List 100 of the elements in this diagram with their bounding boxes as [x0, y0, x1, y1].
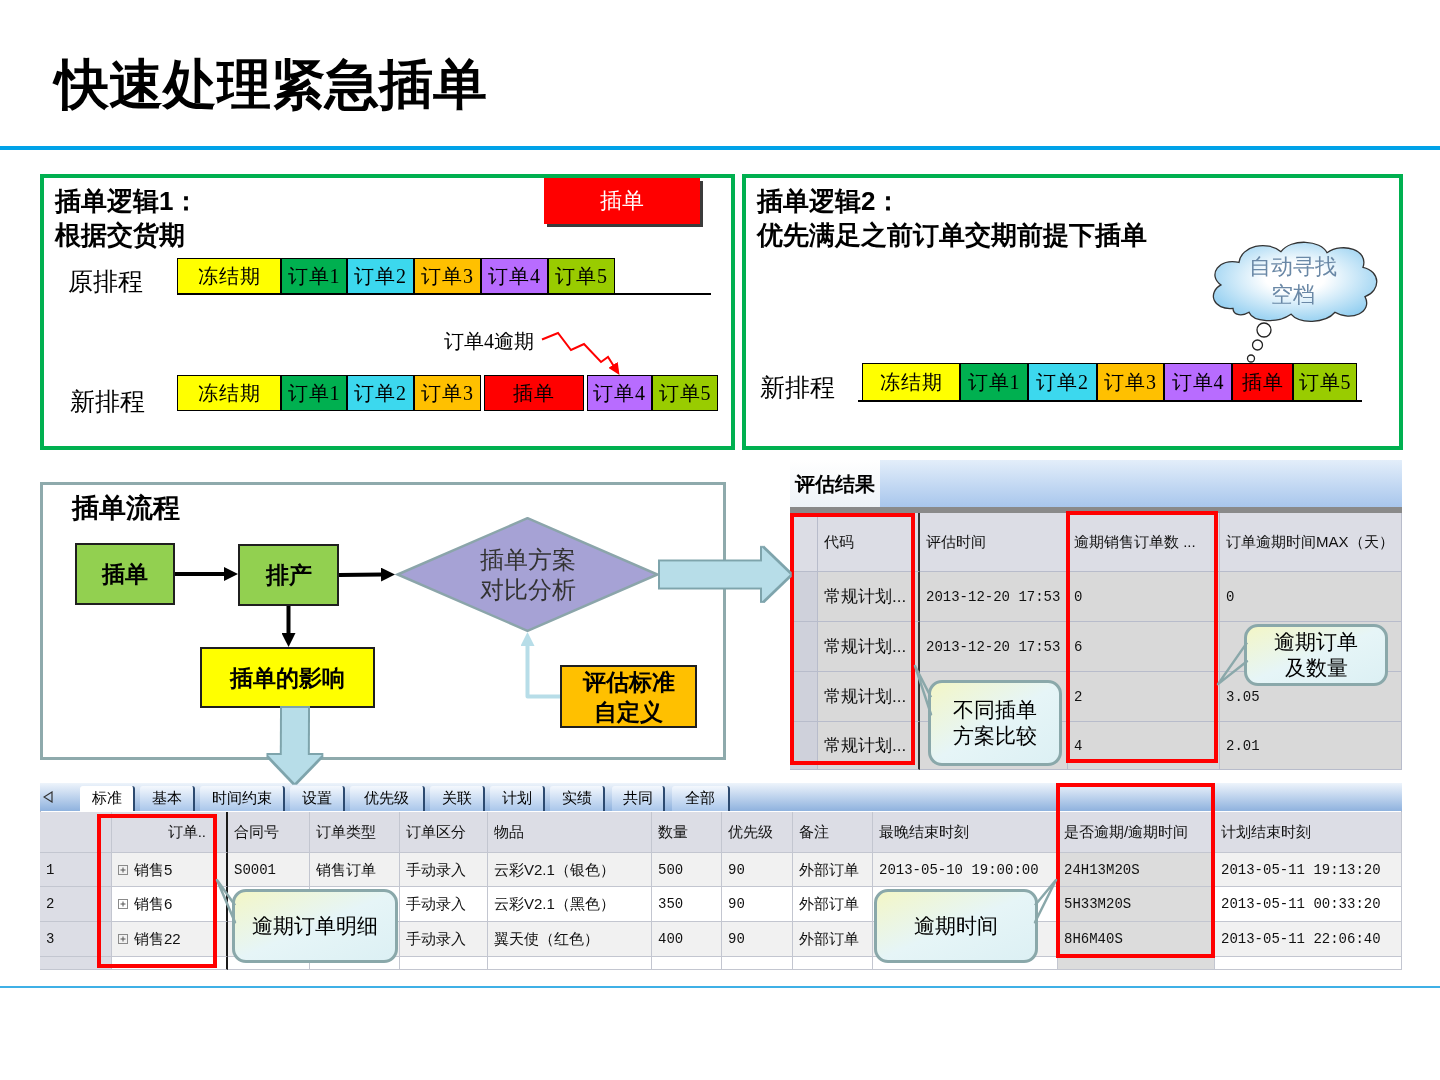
header-cell: 订单逾期时间MAX（天） [1220, 513, 1402, 572]
table-cell: 2.01 [1220, 722, 1402, 770]
header-cell: 订单类型 [310, 812, 400, 853]
tab: 计划 [490, 786, 545, 811]
header-cell: 计划结束时刻 [1215, 812, 1402, 853]
lightning-arrow [541, 331, 620, 375]
row-header: 1 [40, 853, 112, 887]
schedule-segment: 订单2 [347, 258, 414, 294]
row-label: 新排程 [760, 373, 835, 403]
table-cell: 常规计划... [818, 672, 920, 722]
header-cell: 最晚结束时刻 [873, 812, 1058, 853]
schedule-segment: 冻结期 [177, 258, 281, 294]
table-cell: 6 [1068, 622, 1220, 672]
panel-heading: 插单流程 [72, 492, 180, 525]
table-cell: 外部订单 [793, 887, 873, 922]
header-cell: 评估时间 [920, 513, 1068, 572]
schedule-segment: 订单3 [414, 258, 481, 294]
schedule-segment: 订单5 [548, 258, 615, 294]
tab: 时间约束 [200, 786, 285, 811]
table-cell: 2013-05-11 22:06:40 [1215, 922, 1402, 957]
order-name: 销售22 [134, 929, 181, 949]
tab: 优先级 [350, 786, 425, 811]
callout-pointer [913, 664, 933, 716]
highlight-frame [1066, 511, 1218, 763]
table-cell: 手动录入 [400, 853, 488, 887]
process-box: 插单 [75, 543, 175, 605]
table-cell: 2 [1068, 672, 1220, 722]
table-cell: 外部订单 [793, 853, 873, 887]
tab: 实绩 [550, 786, 605, 811]
arrow [175, 567, 238, 581]
panel-heading: 插单逻辑2： [757, 185, 902, 218]
header-cell: 代码 [818, 513, 920, 572]
highlight-frame [97, 814, 217, 968]
table-cell: 云彩V2.1（银色） [488, 853, 652, 887]
header-cell: 订单区分 [400, 812, 488, 853]
table-cell: 常规计划... [818, 622, 920, 672]
callout-bubble: 逾期时间 [874, 889, 1038, 963]
row-label: 新排程 [70, 387, 145, 417]
order-name: 销售5 [134, 859, 173, 880]
callout-pointer [1216, 641, 1249, 686]
schedule-segment: 订单2 [1028, 363, 1097, 401]
schedule-segment: 订单1 [960, 363, 1028, 401]
table-cell: 云彩V2.1（黑色） [488, 887, 652, 922]
table-cell: 2013-05-11 00:33:20 [1215, 887, 1402, 922]
table-cell: 销售订单 [310, 853, 400, 887]
table-cell: 90 [722, 922, 793, 957]
table-cell: 2013-05-11 19:13:20 [1215, 853, 1402, 887]
header-cell: 备注 [793, 812, 873, 853]
schedule-segment: 订单4 [481, 258, 548, 294]
schedule-segment: 订单3 [414, 375, 481, 411]
results-window [790, 460, 1402, 770]
window-tab: 评估结果 [790, 460, 880, 507]
highlight-frame [1056, 783, 1215, 958]
insert-tag: 插单 [544, 178, 700, 224]
table-cell: 手动录入 [400, 887, 488, 922]
schedule-segment: 订单4 [587, 375, 652, 411]
arrow [281, 606, 296, 647]
order-table [40, 783, 1402, 970]
header-cell: 逾期销售订单数 ... [1068, 513, 1220, 572]
header-cell: 物品 [488, 812, 652, 853]
callout-pointer [1033, 878, 1058, 924]
table-cell: 350 [652, 887, 722, 922]
schedule-segment: 订单1 [281, 258, 347, 294]
logic-panel [742, 174, 1403, 450]
tab: 关联 [430, 786, 485, 811]
header-cell: 合同号 [228, 812, 310, 853]
callout-pointer [215, 878, 237, 924]
callout-bubble: 不同插单方案比较 [928, 680, 1062, 766]
row-header: 2 [40, 887, 112, 922]
schedule-segment: 订单3 [1097, 363, 1164, 401]
panel-heading: 插单逻辑1： [55, 185, 200, 218]
process-box: 排产 [238, 544, 339, 606]
table-cell: 90 [722, 853, 793, 887]
row-header: 3 [40, 922, 112, 957]
tab: 全部 [672, 786, 730, 811]
tab: 设置 [290, 786, 345, 811]
schedule-segment: 订单5 [652, 375, 718, 411]
decision-diamond: 插单方案对比分析 [395, 517, 660, 632]
block-arrow [267, 707, 322, 783]
table-cell: 90 [722, 887, 793, 922]
tab: 共同 [612, 786, 665, 811]
process-box: 评估标准自定义 [560, 665, 697, 728]
table-cell: 常规计划... [818, 572, 920, 622]
table-cell: 外部订单 [793, 922, 873, 957]
table-cell: 500 [652, 853, 722, 887]
tab: 标准 [80, 786, 135, 811]
schedule-segment: 插单 [484, 375, 584, 411]
table-cell: 0 [1220, 572, 1402, 622]
overdue-note: 订单4逾期 [444, 326, 542, 356]
schedule-segment: 订单4 [1164, 363, 1232, 401]
order-name: 销售6 [134, 894, 173, 914]
flow-panel [40, 482, 726, 760]
table-cell: 2013-05-10 19:00:00 [873, 853, 1058, 887]
arrow [520, 632, 560, 699]
schedule-segment: 订单5 [1293, 363, 1357, 401]
header-cell: 数量 [652, 812, 722, 853]
table-cell: S0001 [228, 853, 310, 887]
row-label: 原排程 [68, 267, 143, 297]
table-cell: 0 [1068, 572, 1220, 622]
panel-subheading: 根据交货期 [55, 219, 185, 252]
